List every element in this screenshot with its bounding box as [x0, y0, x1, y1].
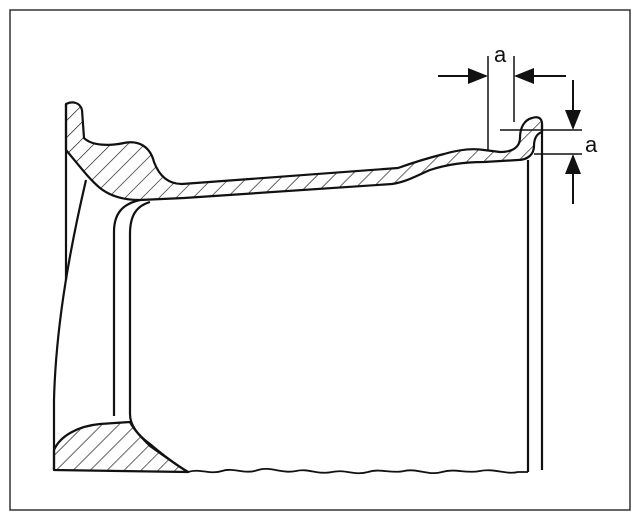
- bottom-break-line: [187, 467, 528, 475]
- disc-inner-line-outer: [112, 198, 141, 416]
- frame-border: [9, 9, 631, 511]
- disc-inner-line-inner: [128, 200, 189, 473]
- hub-section: [52, 420, 190, 474]
- dimension-label-horizontal: a: [494, 42, 507, 67]
- dimension-label-vertical: a: [585, 132, 598, 157]
- left-outer-contour: [52, 179, 88, 470]
- rim-profile-section: [64, 101, 544, 202]
